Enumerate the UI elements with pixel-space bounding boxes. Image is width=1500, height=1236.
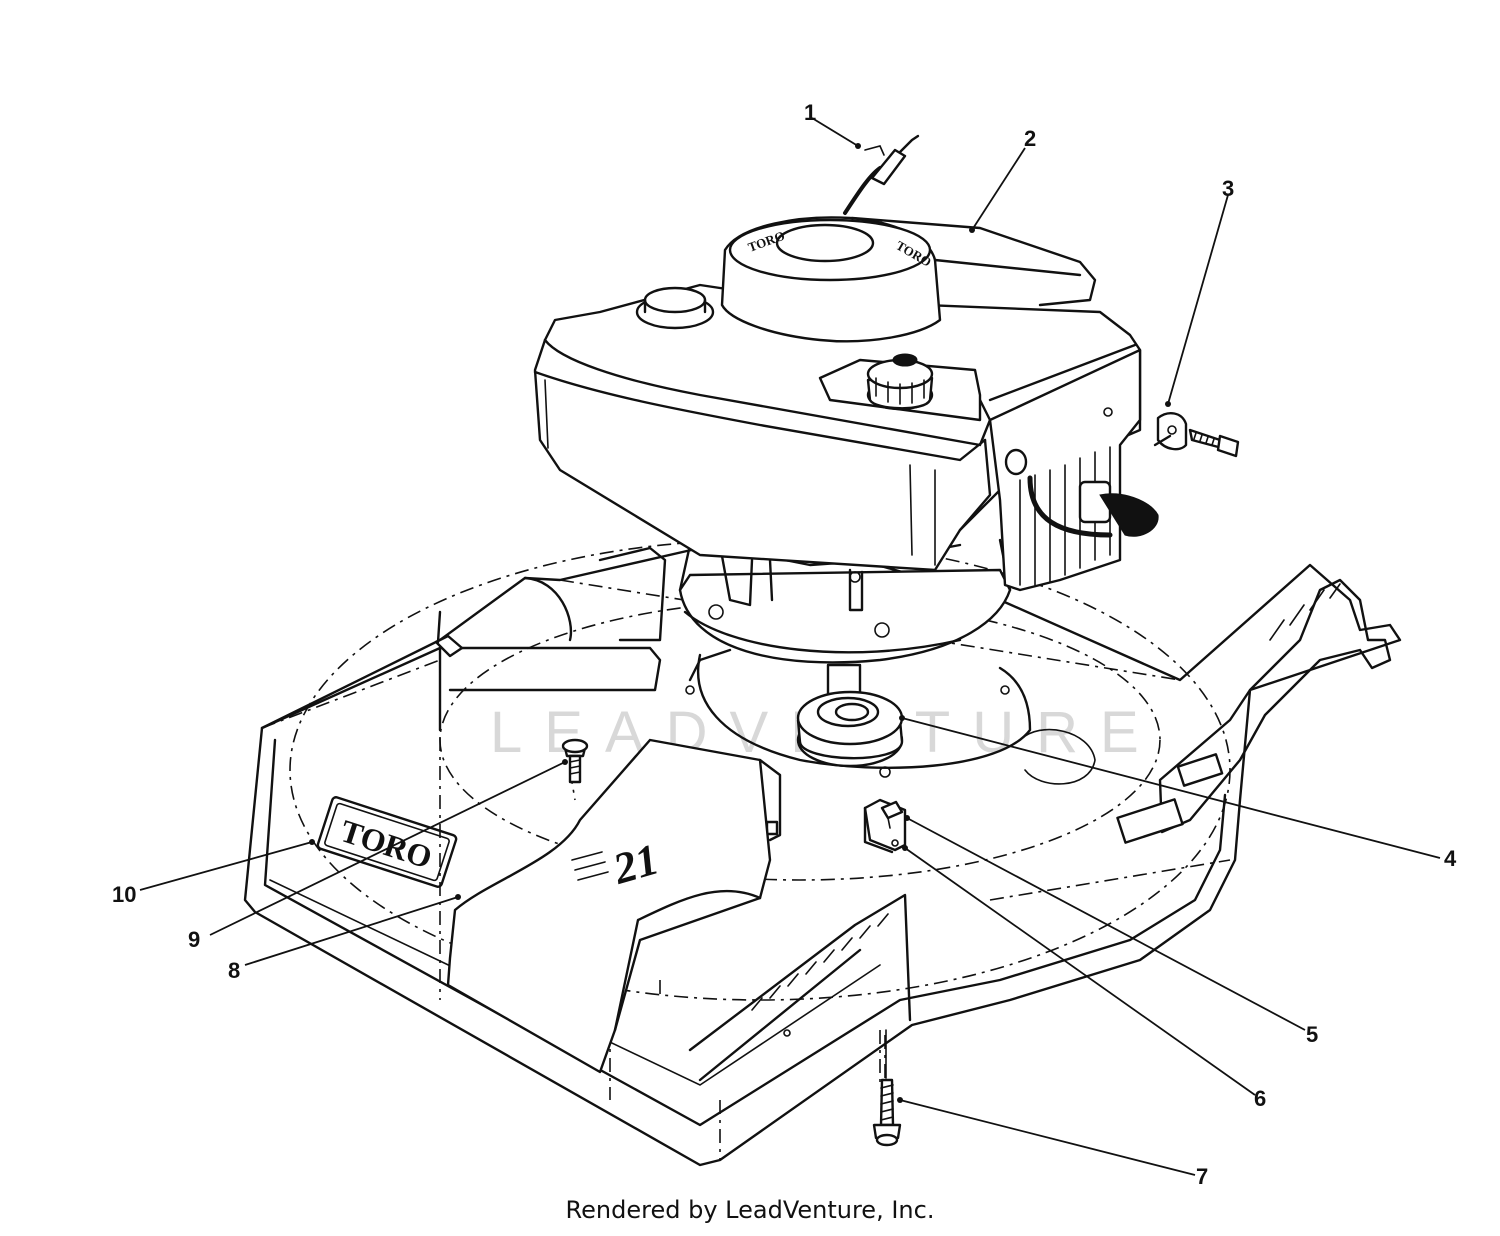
fastener-clip-bolt bbox=[1153, 412, 1240, 458]
callouts: 1 2 3 4 5 6 7 8 9 10 bbox=[112, 100, 1457, 1189]
callout-7: 7 bbox=[1196, 1164, 1208, 1189]
pivot-pin-icon bbox=[434, 634, 464, 658]
callout-9: 9 bbox=[188, 927, 200, 952]
callout-4: 4 bbox=[1444, 846, 1457, 871]
mower-deck bbox=[243, 539, 1402, 1167]
deck-screw bbox=[872, 1029, 902, 1147]
fuel-cap-icon bbox=[818, 353, 982, 422]
spark-plug-icon bbox=[1027, 475, 1159, 538]
callout-1: 1 bbox=[804, 100, 816, 125]
blade-adapter bbox=[796, 663, 904, 768]
mount-bracket bbox=[863, 798, 907, 854]
oil-cap-icon bbox=[635, 286, 715, 330]
callout-5: 5 bbox=[1306, 1022, 1318, 1047]
hood-screw bbox=[561, 738, 589, 784]
footer-credit: Rendered by LeadVenture, Inc. bbox=[565, 1196, 935, 1224]
callout-8: 8 bbox=[228, 958, 240, 983]
toro-plate: TORO bbox=[316, 796, 458, 888]
callout-3: 3 bbox=[1222, 176, 1234, 201]
callout-6: 6 bbox=[1254, 1086, 1266, 1111]
engine: TORO TORO bbox=[533, 216, 1159, 664]
throttle-cable bbox=[843, 134, 920, 215]
callout-10: 10 bbox=[112, 882, 136, 907]
callout-2: 2 bbox=[1024, 126, 1036, 151]
leader-lines bbox=[139, 117, 1441, 1176]
cylinder-head bbox=[988, 348, 1142, 592]
shroud: 21 bbox=[446, 738, 782, 1074]
